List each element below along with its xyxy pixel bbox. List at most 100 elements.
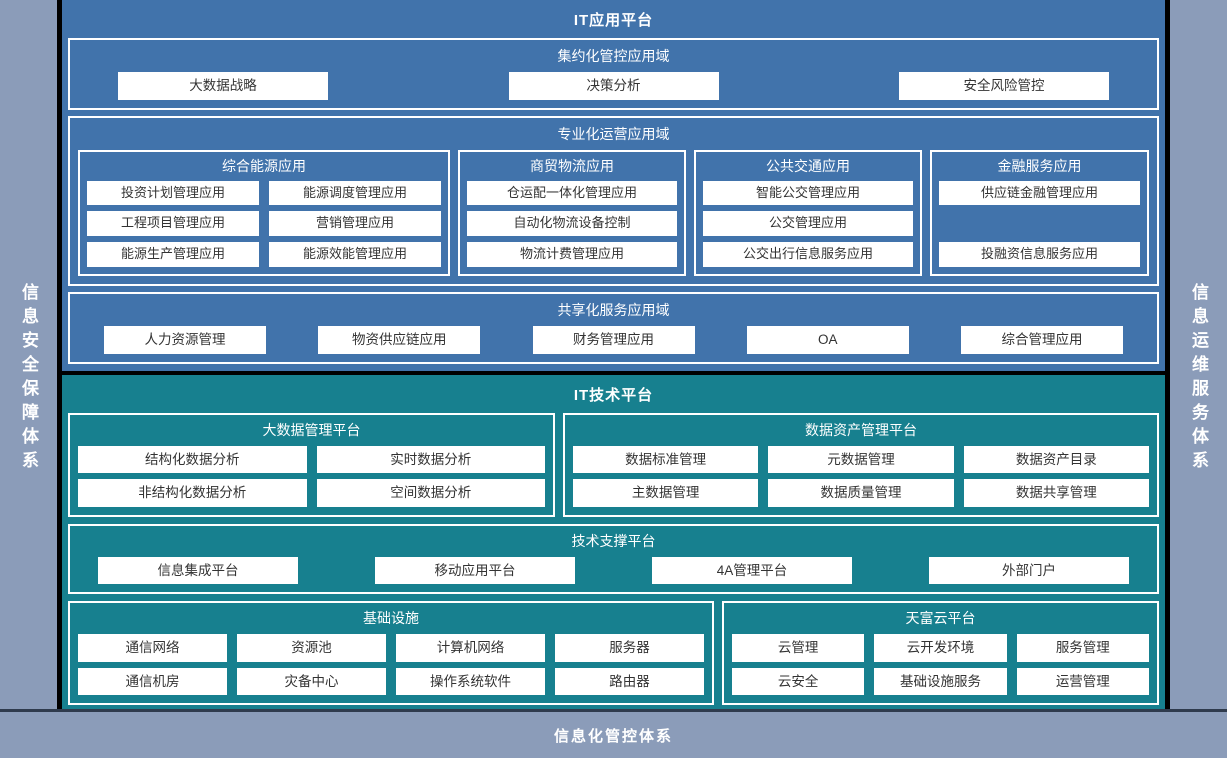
tech-item[interactable]: 云管理 <box>732 634 865 662</box>
app-item[interactable]: 工程项目管理应用 <box>87 211 259 237</box>
tech-item[interactable]: 通信网络 <box>78 634 227 662</box>
tech-item[interactable]: 元数据管理 <box>768 445 954 474</box>
tech-item[interactable]: 4A管理平台 <box>652 556 852 585</box>
tech-row-support: 技术支撑平台 信息集成平台 移动应用平台 4A管理平台 外部门户 <box>68 523 1159 595</box>
domain-professional-operations: 专业化运营应用域 综合能源应用 投资计划管理应用 能源调度管理应用 工程项目管理… <box>68 115 1159 287</box>
app-item[interactable]: 决策分析 <box>508 72 719 100</box>
operations-group-row: 综合能源应用 投资计划管理应用 能源调度管理应用 工程项目管理应用 营销管理应用… <box>78 149 1149 277</box>
group-items: 智能公交管理应用 公交管理应用 公交出行信息服务应用 <box>703 180 913 268</box>
group-items: 供应链金融管理应用 投融资信息服务应用 <box>939 180 1140 268</box>
group-title: 公共交通应用 <box>766 157 850 174</box>
group-trade-logistics: 商贸物流应用 仓运配一体化管理应用 自动化物流设备控制 物流计费管理应用 <box>458 149 686 277</box>
panel-items: 通信网络 资源池 计算机网络 服务器 通信机房 灾备中心 操作系统软件 路由器 <box>78 634 704 696</box>
domain-shared-services: 共享化服务应用域 人力资源管理 物资供应链应用 财务管理应用 OA 综合管理应用 <box>68 292 1159 364</box>
group-title: 综合能源应用 <box>222 157 306 174</box>
tech-item[interactable]: 服务管理 <box>1016 634 1149 662</box>
group-integrated-energy: 综合能源应用 投资计划管理应用 能源调度管理应用 工程项目管理应用 营销管理应用… <box>78 149 450 277</box>
left-rail-label: 信息安全保障体系 <box>19 283 38 475</box>
tech-item[interactable]: 移动应用平台 <box>375 556 575 585</box>
tech-item[interactable]: 数据资产目录 <box>963 445 1149 474</box>
panel-tianfu-cloud: 天富云平台 云管理 云开发环境 服务管理 云安全 基础设施服务 运营管理 <box>722 601 1159 706</box>
tech-item[interactable]: 基础设施服务 <box>874 667 1007 696</box>
app-item[interactable]: OA <box>746 326 909 354</box>
tech-item[interactable]: 资源池 <box>237 634 386 662</box>
tech-item[interactable]: 云开发环境 <box>874 634 1007 662</box>
right-rail-divider <box>1165 0 1170 712</box>
right-side-rail: 信息运维服务体系 <box>1170 0 1227 758</box>
panel-infrastructure: 基础设施 通信网络 资源池 计算机网络 服务器 通信机房 灾备中心 操作系统软件… <box>68 601 714 706</box>
app-item[interactable]: 安全风险管控 <box>899 72 1109 100</box>
panel-title: 大数据管理平台 <box>262 421 361 438</box>
domain-title: 专业化运营应用域 <box>557 125 670 142</box>
tech-item[interactable]: 信息集成平台 <box>98 556 298 585</box>
panel-items: 信息集成平台 移动应用平台 4A管理平台 外部门户 <box>78 556 1149 585</box>
domain-title: 共享化服务应用域 <box>557 302 670 319</box>
app-item[interactable]: 公交管理应用 <box>703 211 913 237</box>
app-item[interactable]: 大数据战略 <box>118 72 328 100</box>
panel-bigdata-management: 大数据管理平台 结构化数据分析 实时数据分析 非结构化数据分析 空间数据分析 <box>68 412 555 517</box>
group-title: 商贸物流应用 <box>530 157 614 174</box>
core-stack: IT应用平台 集约化管控应用域 大数据战略 决策分析 安全风险管控 专业化运营应… <box>62 0 1165 714</box>
tech-row-infrastructure: 基础设施 通信网络 资源池 计算机网络 服务器 通信机房 灾备中心 操作系统软件… <box>68 601 1159 706</box>
app-item[interactable]: 能源调度管理应用 <box>269 180 441 206</box>
app-item[interactable]: 自动化物流设备控制 <box>467 211 677 237</box>
app-item[interactable]: 财务管理应用 <box>532 326 695 354</box>
panel-title: 技术支撑平台 <box>571 532 656 549</box>
app-item[interactable]: 供应链金融管理应用 <box>939 180 1140 206</box>
bottom-bar-label: 信息化管控体系 <box>553 727 673 745</box>
panel-title: 基础设施 <box>363 610 419 627</box>
group-public-transit: 公共交通应用 智能公交管理应用 公交管理应用 公交出行信息服务应用 <box>694 149 922 277</box>
app-item[interactable]: 智能公交管理应用 <box>703 180 913 206</box>
tech-item[interactable]: 路由器 <box>555 667 704 696</box>
app-platform-title: IT应用平台 <box>573 12 654 29</box>
group-items: 投资计划管理应用 能源调度管理应用 工程项目管理应用 营销管理应用 能源生产管理… <box>87 180 441 268</box>
panel-items: 结构化数据分析 实时数据分析 非结构化数据分析 空间数据分析 <box>78 445 545 507</box>
shared-items-row: 人力资源管理 物资供应链应用 财务管理应用 OA 综合管理应用 <box>78 326 1149 354</box>
panel-items: 云管理 云开发环境 服务管理 云安全 基础设施服务 运营管理 <box>732 634 1149 696</box>
app-item[interactable]: 综合管理应用 <box>961 326 1123 354</box>
tech-item[interactable]: 计算机网络 <box>396 634 545 662</box>
group-title: 金融服务应用 <box>997 157 1082 174</box>
app-item[interactable]: 人力资源管理 <box>104 326 266 354</box>
app-item[interactable]: 仓运配一体化管理应用 <box>467 180 677 206</box>
app-item[interactable]: 能源效能管理应用 <box>269 242 441 268</box>
tech-item[interactable]: 非结构化数据分析 <box>78 479 307 507</box>
panel-title: 天富云平台 <box>905 610 976 627</box>
tech-item[interactable]: 外部门户 <box>929 556 1129 585</box>
tech-item[interactable]: 主数据管理 <box>573 479 759 507</box>
tech-item[interactable]: 数据标准管理 <box>573 445 759 474</box>
left-side-rail: 信息安全保障体系 <box>0 0 57 758</box>
tech-item[interactable]: 实时数据分析 <box>316 445 545 474</box>
app-item[interactable]: 公交出行信息服务应用 <box>703 242 913 268</box>
tech-item[interactable]: 通信机房 <box>78 667 227 696</box>
tech-item[interactable]: 数据共享管理 <box>963 479 1149 507</box>
group-spacer <box>939 211 1140 236</box>
tech-item[interactable]: 云安全 <box>732 667 865 696</box>
tech-item[interactable]: 服务器 <box>555 634 704 662</box>
tech-platform-title: IT技术平台 <box>573 386 654 404</box>
left-rail-divider <box>57 0 62 712</box>
tech-item[interactable]: 空间数据分析 <box>316 479 545 507</box>
app-item[interactable]: 物流计费管理应用 <box>467 242 677 268</box>
tech-item[interactable]: 灾备中心 <box>237 667 386 696</box>
tech-item[interactable]: 数据质量管理 <box>768 479 954 507</box>
group-items: 仓运配一体化管理应用 自动化物流设备控制 物流计费管理应用 <box>467 180 677 268</box>
tech-row-data: 大数据管理平台 结构化数据分析 实时数据分析 非结构化数据分析 空间数据分析 数… <box>68 412 1159 517</box>
panel-data-asset-management: 数据资产管理平台 数据标准管理 元数据管理 数据资产目录 主数据管理 数据质量管… <box>563 412 1159 517</box>
panel-title: 数据资产管理平台 <box>805 421 917 438</box>
tech-item[interactable]: 操作系统软件 <box>396 667 545 696</box>
app-item[interactable]: 物资供应链应用 <box>318 326 481 354</box>
domain-intensive-control: 集约化管控应用域 大数据战略 决策分析 安全风险管控 <box>68 38 1159 110</box>
app-item[interactable]: 投融资信息服务应用 <box>939 242 1140 268</box>
app-item[interactable]: 能源生产管理应用 <box>87 242 259 268</box>
right-rail-label: 信息运维服务体系 <box>1189 283 1208 475</box>
app-item[interactable]: 营销管理应用 <box>269 211 441 237</box>
governance-bottom-bar: 信息化管控体系 <box>0 709 1227 758</box>
domain-title: 集约化管控应用域 <box>557 48 670 64</box>
tech-item[interactable]: 结构化数据分析 <box>78 445 307 474</box>
panel-technical-support: 技术支撑平台 信息集成平台 移动应用平台 4A管理平台 外部门户 <box>68 523 1159 595</box>
it-technology-platform: IT技术平台 大数据管理平台 结构化数据分析 实时数据分析 非结构化数据分析 空… <box>62 370 1165 714</box>
tech-item[interactable]: 运营管理 <box>1016 667 1149 696</box>
app-item[interactable]: 投资计划管理应用 <box>87 180 259 206</box>
